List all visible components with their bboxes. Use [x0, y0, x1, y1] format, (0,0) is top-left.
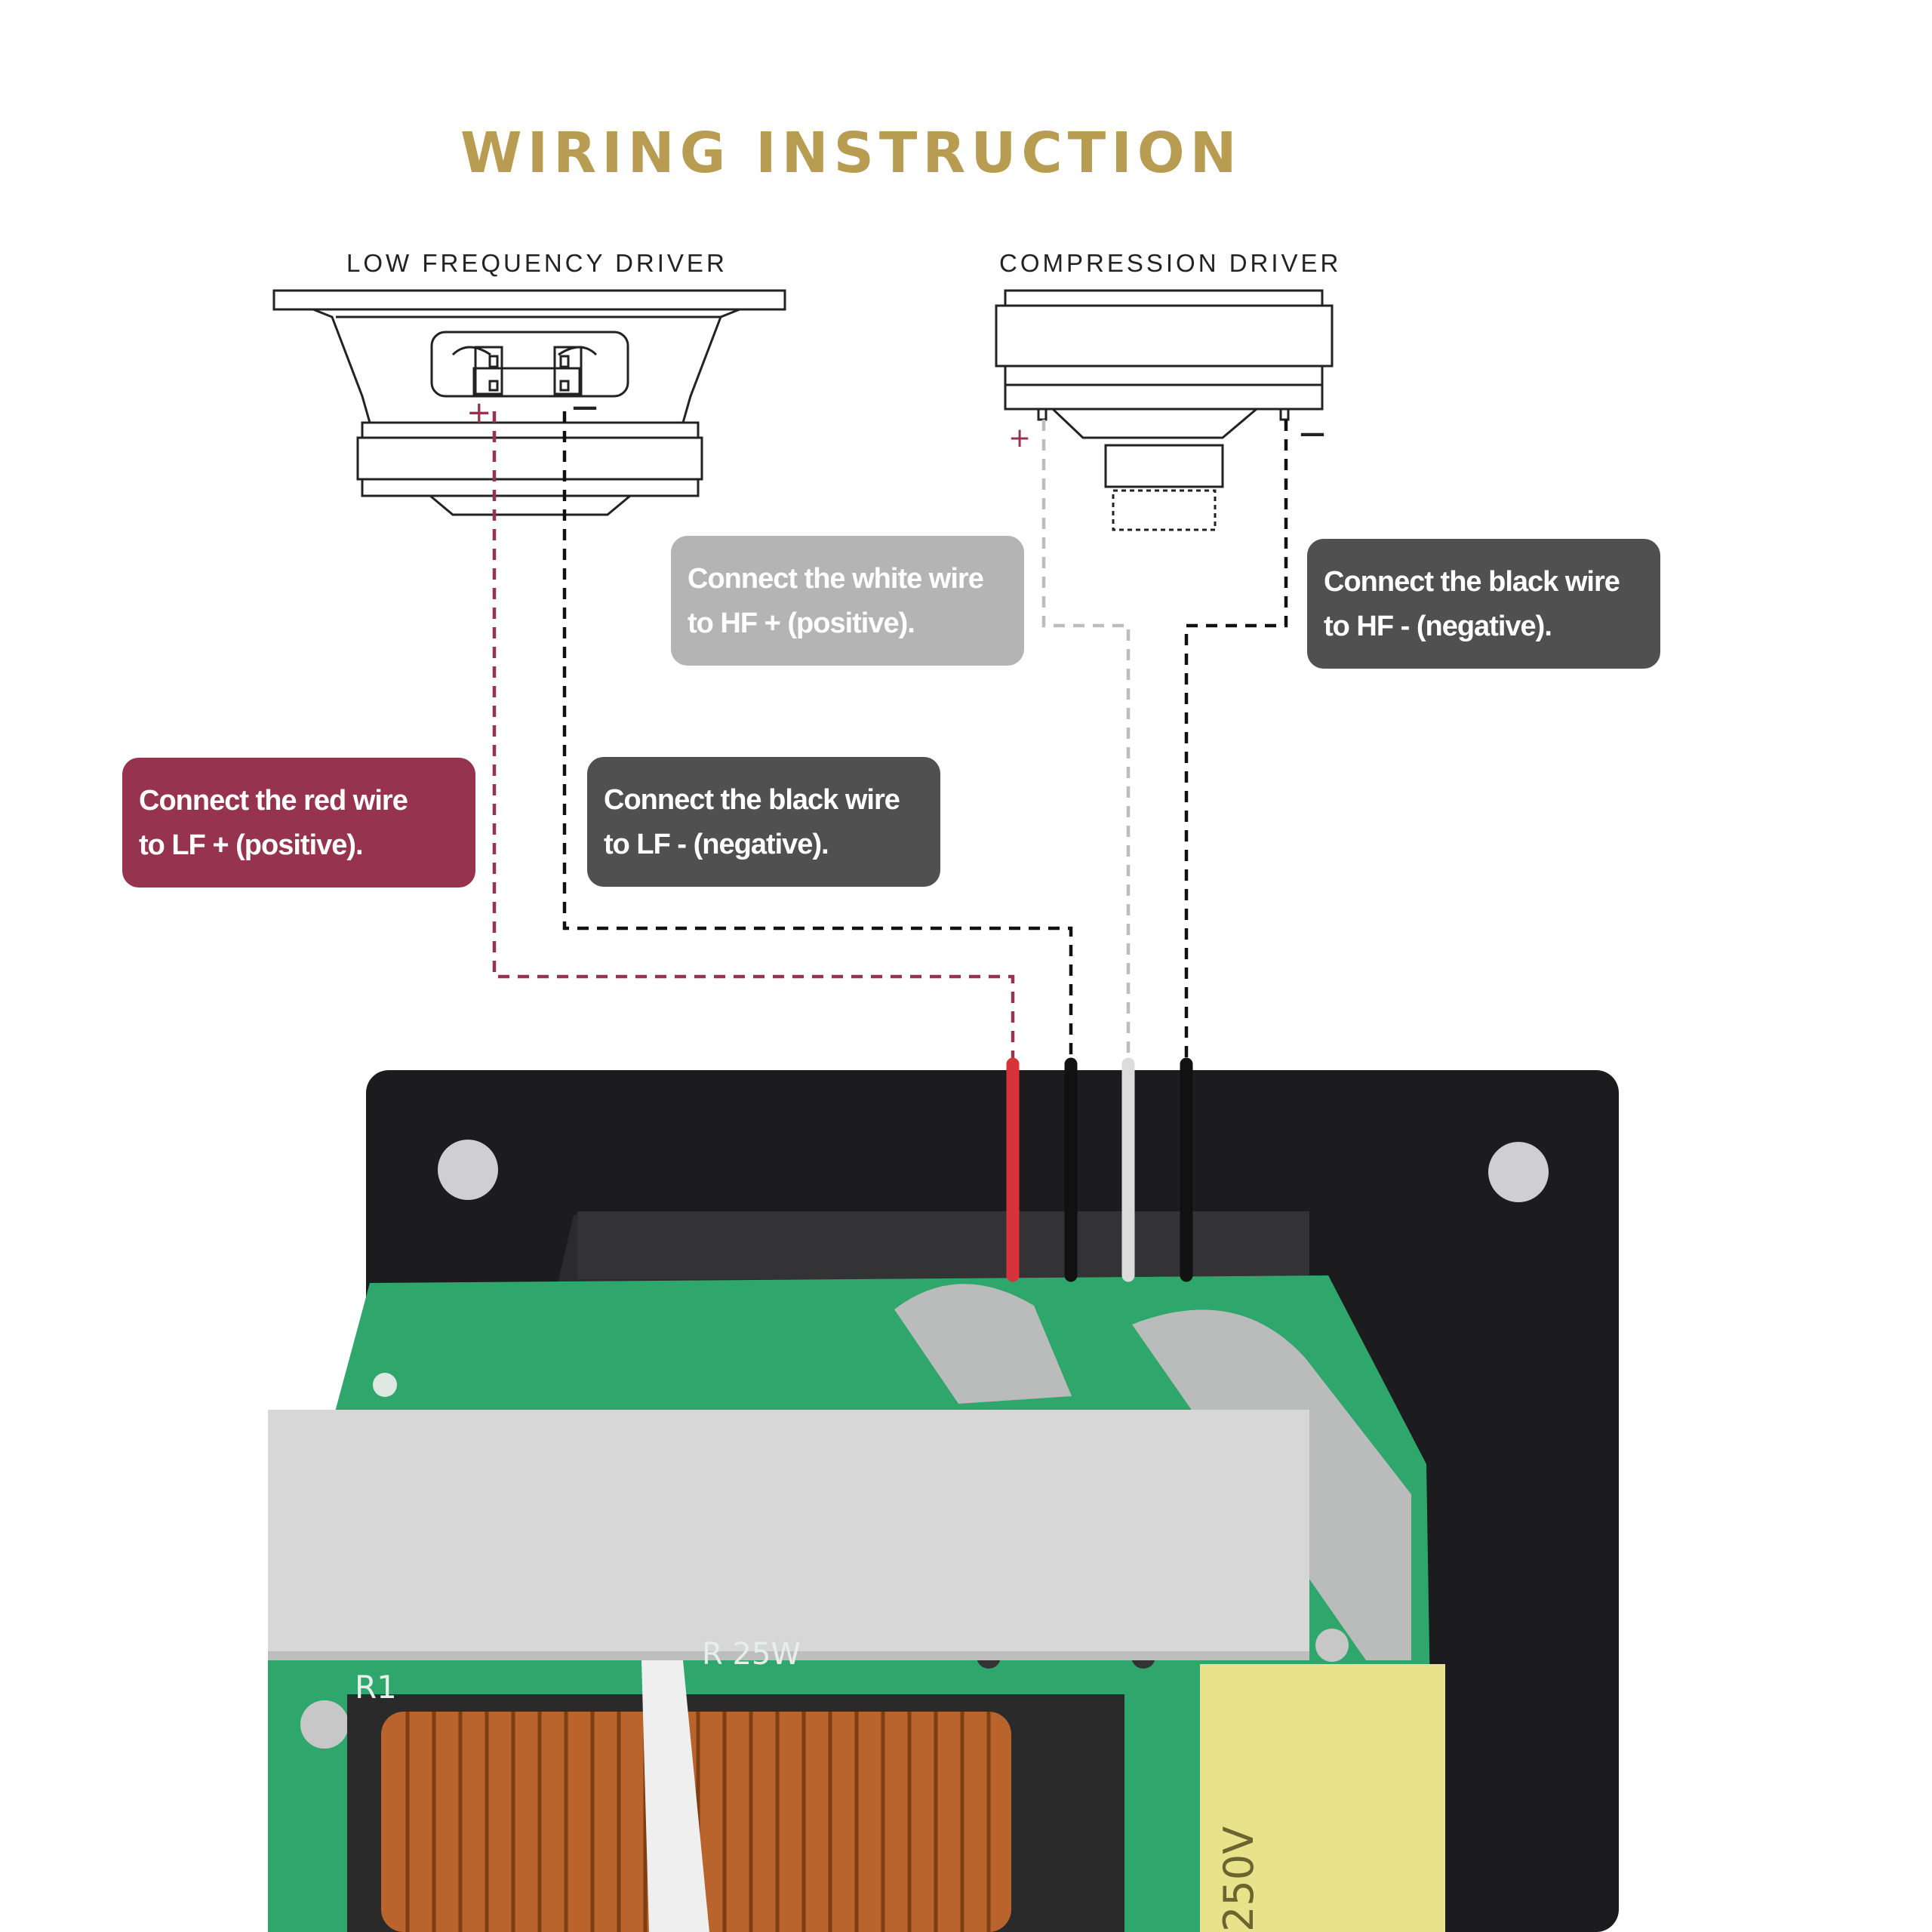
hf-plus-symbol: + — [1008, 423, 1031, 454]
resistor-marking: R 25W — [702, 1637, 801, 1672]
low-frequency-driver-label: LOW FREQUENCY DRIVER — [346, 249, 728, 277]
callout-red-wire: Connect the red wire to LF + (positive). — [122, 758, 475, 888]
lf-minus-symbol: — — [572, 392, 598, 422]
low-frequency-driver-drawing — [272, 289, 786, 516]
crossover-board-photo: R1 R 25W 250V — [268, 1070, 1619, 1932]
callout-red-wire-line2: to LF + (positive). — [139, 829, 364, 861]
white-wire-route — [1041, 420, 1131, 1064]
callout-white-wire-line1: Connect the white wire — [688, 563, 984, 595]
capacitor-marking: 250V — [1215, 1826, 1263, 1932]
lf-plus-symbol: + — [466, 395, 492, 430]
callout-lf-black-wire-line2: to LF - (negative). — [604, 829, 829, 860]
callout-hf-black-wire-line1: Connect the black wire — [1324, 566, 1620, 598]
callout-hf-black-wire: Connect the black wire to HF - (negative… — [1307, 539, 1660, 669]
callout-red-wire-line1: Connect the red wire — [139, 785, 408, 817]
hf-black-wire-route — [1184, 420, 1288, 1064]
page-title: WIRING INSTRUCTION — [460, 121, 1242, 186]
callout-white-wire-line2: to HF + (positive). — [688, 608, 915, 639]
callout-white-wire: Connect the white wire to HF + (positive… — [671, 536, 1024, 666]
resistor-reference: R1 — [355, 1669, 397, 1706]
lf-black-wire-route — [562, 411, 1073, 1064]
callout-hf-black-wire-line2: to HF - (negative). — [1324, 611, 1552, 642]
red-wire-route — [492, 411, 1015, 1064]
compression-driver-drawing — [995, 289, 1334, 531]
callout-lf-black-wire-line1: Connect the black wire — [604, 784, 900, 816]
compression-driver-label: COMPRESSION DRIVER — [999, 249, 1342, 277]
callout-lf-black-wire: Connect the black wire to LF - (negative… — [587, 757, 940, 887]
hf-minus-symbol: — — [1300, 418, 1325, 448]
